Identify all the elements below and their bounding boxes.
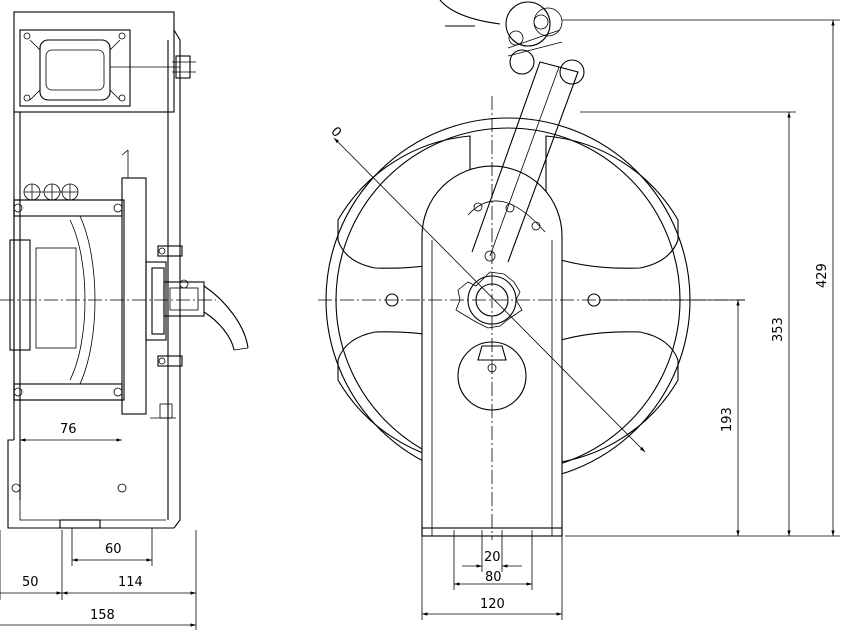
dim-193: 193	[565, 299, 745, 537]
dim-353-label: 353	[771, 317, 786, 342]
front-view: 0 193 353 429 20	[318, 0, 840, 620]
dim-50-label: 50	[22, 575, 39, 590]
dim-114-label: 114	[118, 575, 143, 590]
top-bracket	[13, 11, 196, 113]
diameter-mark: 0	[328, 124, 344, 140]
dim-60: 60	[71, 528, 153, 566]
dim-76: 76	[20, 422, 122, 442]
dim-80-label: 80	[485, 570, 502, 585]
dim-353: 353	[580, 111, 796, 537]
dim-60-label: 60	[105, 542, 122, 557]
dim-120-label: 120	[480, 597, 505, 612]
dim-158: 158	[0, 608, 196, 627]
dim-50-114: 50 114	[0, 530, 197, 630]
dim-429: 429	[562, 19, 840, 537]
drum	[9, 149, 147, 493]
side-view: 76 60 50 114 158	[0, 11, 249, 630]
dim-76-label: 76	[60, 422, 77, 437]
dim-120: 120	[421, 536, 563, 620]
dim-20: 20	[462, 530, 522, 572]
dim-20-label: 20	[484, 550, 501, 565]
dim-80: 80	[453, 530, 533, 590]
swivel-assembly	[145, 245, 249, 419]
dim-429-label: 429	[815, 263, 830, 288]
dim-158-label: 158	[90, 608, 115, 623]
dim-193-label: 193	[720, 407, 735, 432]
